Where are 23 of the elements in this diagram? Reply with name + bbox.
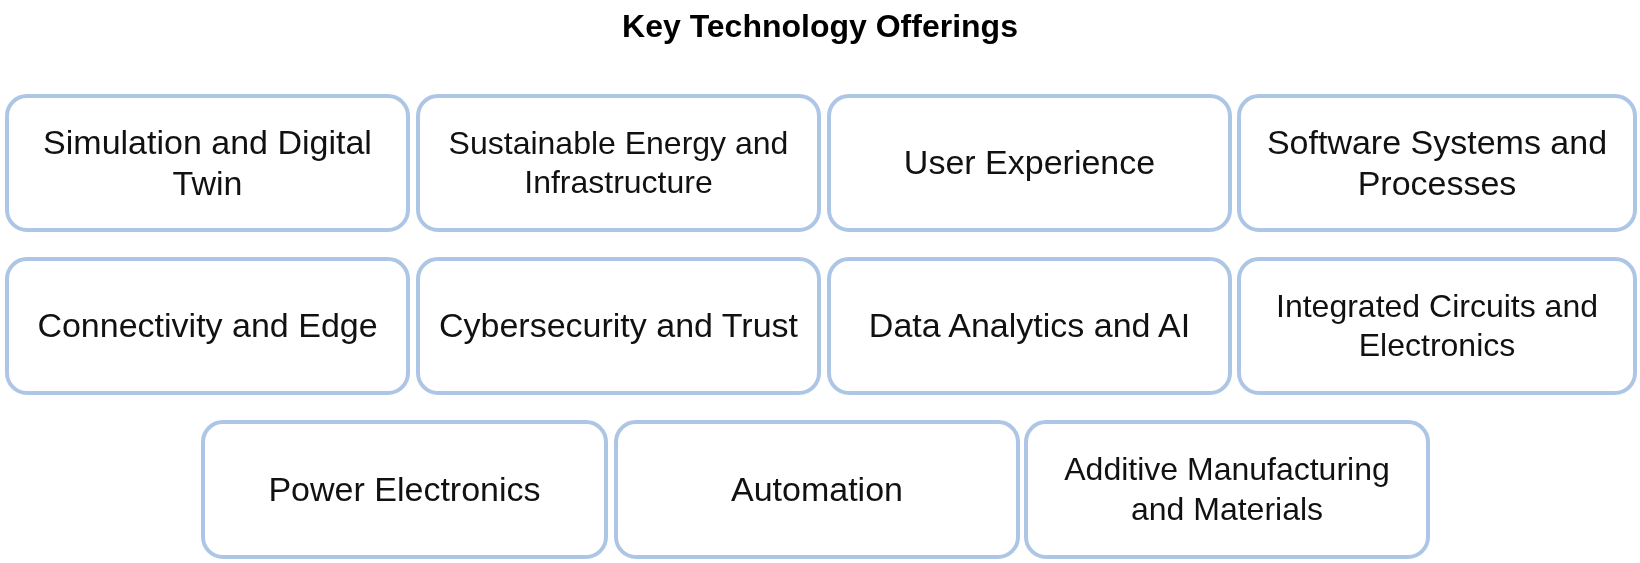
- rounded-box: [614, 420, 1020, 559]
- box-label: Software Systems and Processes: [1265, 121, 1609, 204]
- box-label: Simulation and Digital Twin: [42, 121, 373, 204]
- rounded-box: [5, 257, 410, 395]
- rounded-box: [827, 94, 1232, 232]
- rounded-box: [1024, 420, 1430, 559]
- box-label: Sustainable Energy and Infrastructure: [447, 123, 790, 202]
- rounded-box: [1237, 257, 1637, 395]
- box-label: User Experience: [903, 142, 1156, 184]
- diagram-title: Key Technology Offerings: [622, 8, 1018, 45]
- box-label: Power Electronics: [268, 468, 541, 510]
- box-label: Integrated Circuits and Electronics: [1275, 286, 1599, 365]
- rounded-box: [201, 420, 608, 559]
- rounded-box: [5, 94, 410, 232]
- rounded-box: [416, 94, 821, 232]
- rounded-box: [416, 257, 821, 395]
- box-label: Connectivity and Edge: [37, 305, 378, 347]
- box-label: Data Analytics and AI: [868, 305, 1191, 347]
- box-label: Cybersecurity and Trust: [439, 305, 798, 347]
- rounded-box: [1237, 94, 1637, 232]
- rounded-box: [827, 257, 1232, 395]
- box-label: Automation: [731, 468, 903, 510]
- box-label: Additive Manufacturing and Materials: [1063, 450, 1391, 529]
